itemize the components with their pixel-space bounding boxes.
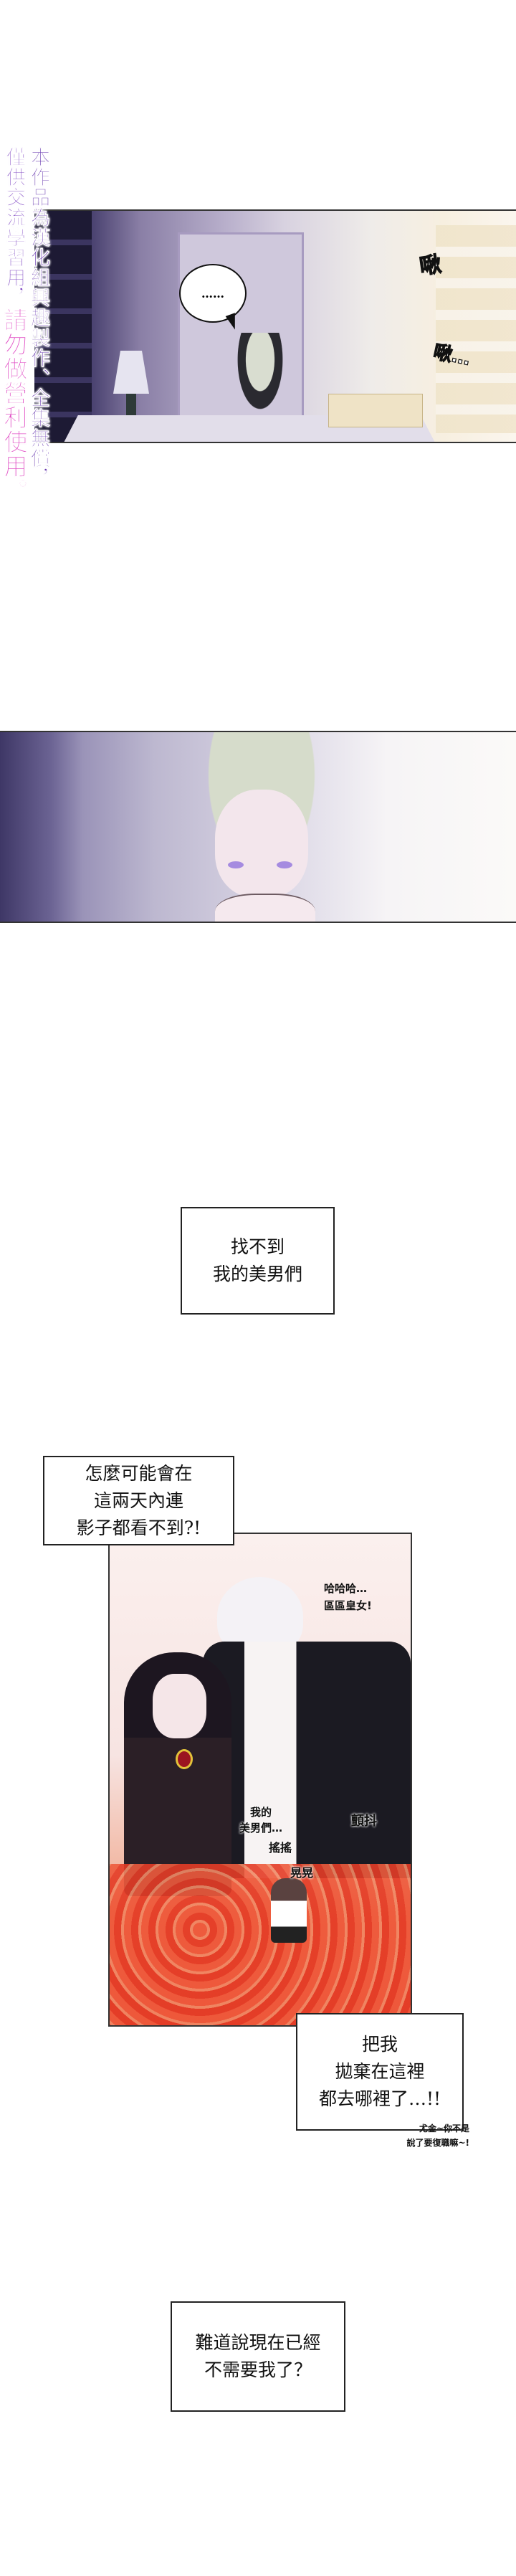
sfx-chirp-1: 啾: [418, 251, 444, 280]
speech-bubble: ……: [179, 264, 247, 323]
brooch-illustration: [176, 1749, 193, 1769]
white-haired-man-coat: [203, 1642, 411, 1878]
sfx-tremble: 顫抖: [351, 1814, 377, 1829]
watermark-line-2a: 僅供交流學習用，: [3, 147, 26, 308]
chibi-girl-illustration: [271, 1878, 307, 1943]
watermark-line-1: 本作品為漢化組興趣製作、全集無償，: [27, 147, 50, 489]
narration-box-4: 難道說現在已經 不需要我了？: [171, 2301, 345, 2412]
books-illustration: [328, 394, 423, 427]
watermark-line-2: 僅供交流學習用，請勿做營利使用。: [0, 147, 28, 503]
dark-haired-man-face: [153, 1674, 206, 1738]
eye-illustration-right: [277, 861, 292, 868]
bookshelf-illustration: [34, 211, 92, 442]
comic-panel-flashback: [108, 1533, 412, 2027]
face-illustration: [215, 790, 308, 897]
aside-handwritten: 尤金~你不是 說了要復職嘛~!: [406, 2123, 469, 2148]
watermark-line-2b: 請勿做營利使用。: [0, 308, 28, 503]
comic-panel-closeup: [0, 731, 516, 923]
dialogue-laugh: 哈哈哈… 區區皇女!: [324, 1582, 372, 1612]
narration-box-2: 怎麼可能會在 這兩天內連 影子都看不到?!: [43, 1456, 234, 1545]
comic-panel-study-room: [34, 209, 516, 443]
sfx-sway-2: 晃晃: [290, 1866, 314, 1880]
narration-box-1: 找不到 我的美男們: [181, 1207, 335, 1315]
roses-illustration: [110, 1864, 411, 2025]
shelf-illustration-right: [436, 225, 516, 433]
hands-illustration: [215, 894, 315, 922]
sfx-sway-1: 搖搖: [269, 1841, 292, 1855]
character-illustration: [231, 333, 289, 422]
narration-box-3: 把我 拋棄在這裡 都去哪裡了…!!: [296, 2013, 464, 2131]
lamp-illustration: [113, 351, 149, 394]
eye-illustration-left: [228, 861, 244, 868]
dialogue-my-men: 我的 美男們…: [239, 1806, 283, 1834]
